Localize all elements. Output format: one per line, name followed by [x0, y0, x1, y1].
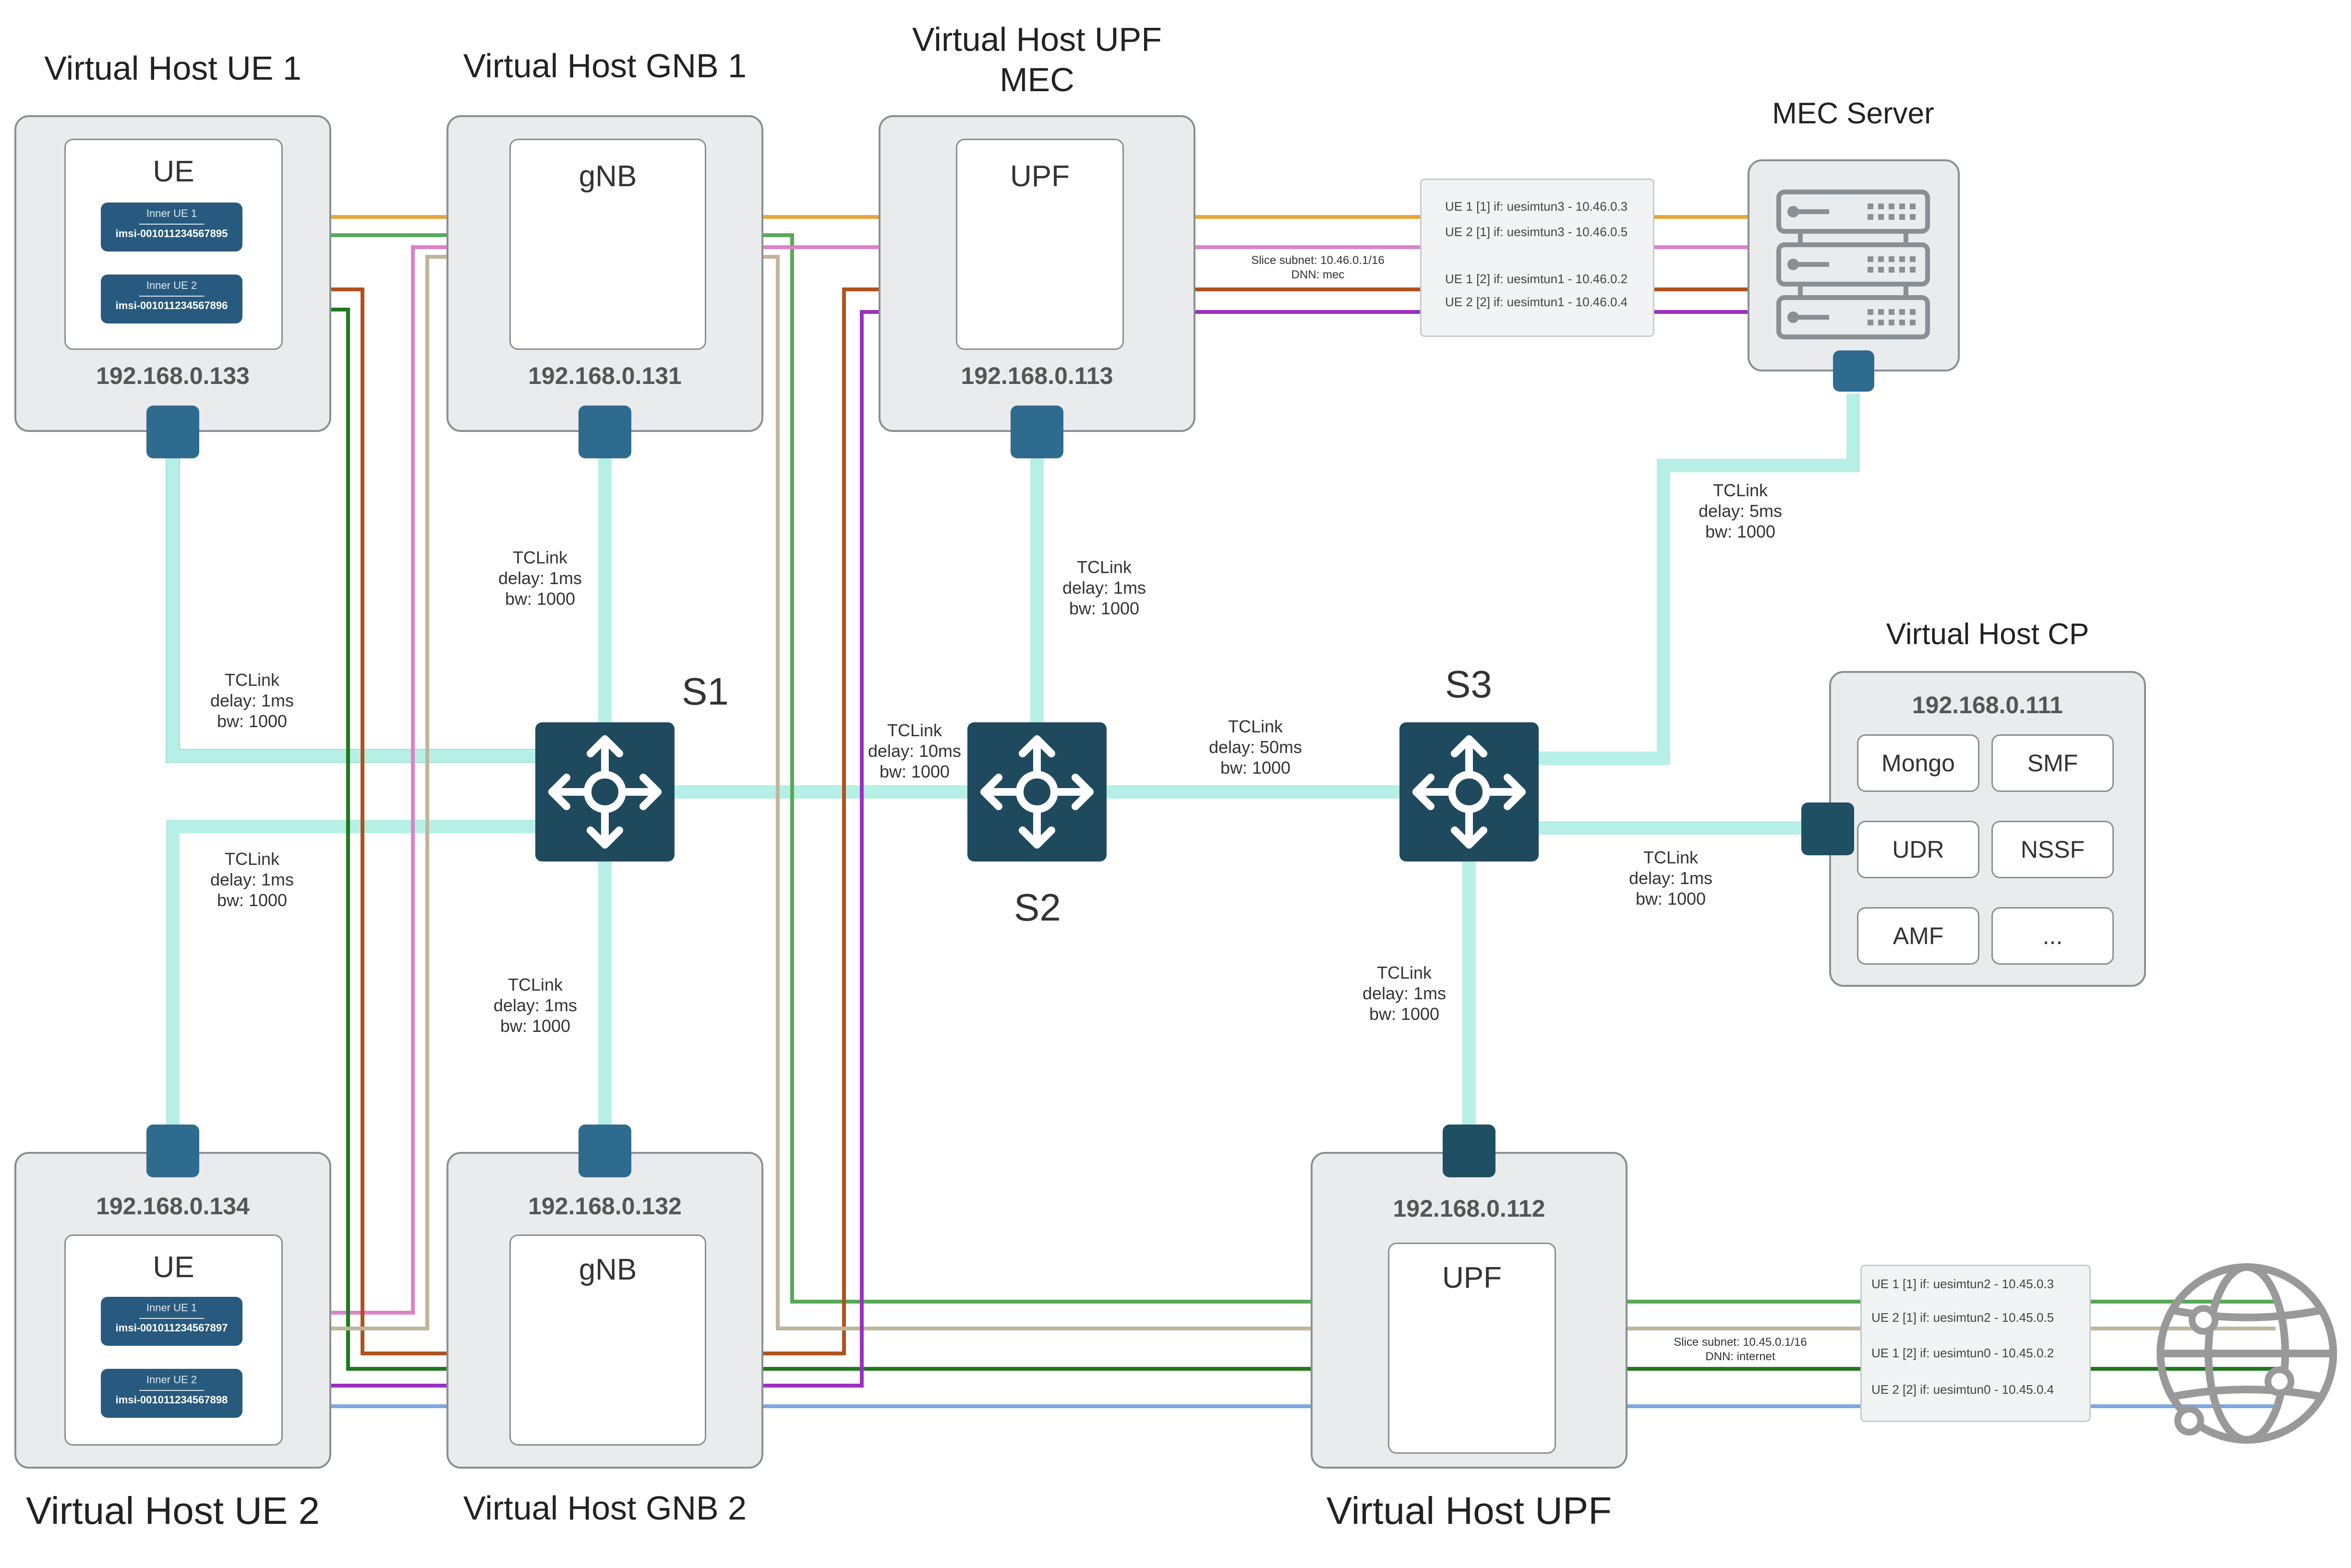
- tclink-ue1-s1: TCLink delay: 1ms bw: 1000: [210, 670, 294, 731]
- ue2-port: [146, 1125, 199, 1177]
- ue2-inner-label: UE: [153, 1251, 194, 1284]
- mec-title: MEC Server: [1772, 97, 1934, 130]
- host-ue2-title: Virtual Host UE 2: [25, 1489, 320, 1532]
- mec-slice-info: Slice subnet: 10.46.0.1/16 DNN: mec: [1251, 254, 1385, 281]
- mec-port: [1833, 350, 1874, 392]
- ue1-inner-ue1-chip: Inner UE 1 imsi-001011234567895: [101, 203, 242, 251]
- gnb1-port: [579, 406, 631, 458]
- switch-s1: [535, 722, 675, 862]
- switch-arrows-icon: [980, 735, 1094, 849]
- upf-port: [1443, 1125, 1495, 1177]
- gnb2-port: [579, 1125, 631, 1177]
- upf-ip: 192.168.0.112: [1393, 1195, 1545, 1222]
- switch-arrows-icon: [1412, 735, 1526, 849]
- chip-name: Inner UE 1: [146, 207, 197, 219]
- cp-port: [1801, 802, 1854, 855]
- mec-route-1: UE 1 [1] if: uesimtun3 - 10.46.0.3: [1445, 199, 1628, 214]
- tclink-s2-s3: TCLink delay: 50ms bw: 1000: [1208, 717, 1302, 778]
- server-icon: [1776, 190, 1930, 339]
- link-mec-s3: [1539, 394, 1860, 765]
- globe-icon: [2157, 1263, 2337, 1444]
- upfmec-inner-label: UPF: [1010, 160, 1070, 193]
- host-gnb1: gNB 192.168.0.131: [446, 115, 763, 432]
- gnb1-inner-box: gNB: [509, 139, 706, 350]
- upfmec-port: [1011, 406, 1063, 458]
- upf-inner-box: UPF: [1388, 1243, 1556, 1454]
- upf-inner-label: UPF: [1442, 1261, 1502, 1294]
- tclinks: [166, 394, 1860, 1125]
- ue1-inner-ue2-chip: Inner UE 2 imsi-001011234567896: [101, 275, 242, 323]
- gnb2-inner-label: gNB: [579, 1253, 637, 1286]
- upfmec-ip: 192.168.0.113: [961, 362, 1113, 389]
- chip-divider: [139, 1318, 204, 1319]
- host-gnb2-title: Virtual Host GNB 2: [463, 1489, 747, 1527]
- switch-s2-label: S2: [1014, 886, 1061, 929]
- mec-routes-box: [1420, 179, 1654, 337]
- tclink-gnb1-s1: TCLink delay: 1ms bw: 1000: [498, 548, 582, 609]
- chip-divider: [139, 224, 204, 225]
- chip-name: Inner UE 2: [146, 279, 197, 291]
- host-gnb2: 192.168.0.132 gNB: [446, 1152, 763, 1469]
- chip-name: Inner UE 1: [146, 1302, 197, 1314]
- ue2-inner-ue1-chip: Inner UE 1 imsi-001011234567897: [101, 1297, 242, 1346]
- host-ue1: UE 192.168.0.133: [14, 115, 331, 432]
- chip-imsi: imsi-001011234567897: [115, 1322, 228, 1334]
- internet-slice-info: Slice subnet: 10.45.0.1/16 DNN: internet: [1674, 1336, 1807, 1363]
- host-upfmec: UPF 192.168.0.113: [879, 115, 1195, 432]
- switch-s3-label: S3: [1445, 663, 1492, 706]
- nf-amf: AMF: [1857, 907, 1979, 965]
- tclink-cp-s3: TCLink delay: 1ms bw: 1000: [1628, 848, 1713, 909]
- gnb2-inner-box: gNB: [509, 1234, 706, 1446]
- internet-route-1: UE 1 [1] if: uesimtun2 - 10.45.0.3: [1871, 1277, 2054, 1291]
- chip-imsi: imsi-001011234567896: [115, 299, 228, 311]
- host-ue1-title: Virtual Host UE 1: [44, 49, 301, 87]
- tclink-upf-s3: TCLink delay: 1ms bw: 1000: [1362, 963, 1447, 1024]
- host-upf-title: Virtual Host UPF: [1326, 1489, 1612, 1532]
- host-gnb1-title: Virtual Host GNB 1: [463, 47, 747, 84]
- upfmec-inner-box: UPF: [956, 139, 1124, 350]
- host-cp-title: Virtual Host CP: [1886, 618, 2089, 651]
- internet-routes-box: [1860, 1265, 2091, 1422]
- chip-divider: [139, 296, 204, 297]
- chip-imsi: imsi-001011234567895: [115, 227, 228, 239]
- ue1-port: [146, 406, 199, 458]
- cp-ip: 192.168.0.111: [1912, 692, 2063, 718]
- internet-route-3: UE 1 [2] if: uesimtun0 - 10.45.0.2: [1871, 1346, 2054, 1360]
- nf-mongo: Mongo: [1857, 734, 1979, 792]
- tclink-s1-s2: TCLink delay: 10ms bw: 1000: [868, 720, 962, 782]
- internet-route-2: UE 2 [1] if: uesimtun2 - 10.45.0.5: [1871, 1310, 2054, 1325]
- switch-arrows-icon: [548, 735, 662, 849]
- internet-route-4: UE 2 [2] if: uesimtun0 - 10.45.0.4: [1871, 1382, 2054, 1397]
- mec-server: [1748, 159, 1960, 371]
- mec-route-4: UE 2 [2] if: uesimtun1 - 10.46.0.4: [1445, 295, 1628, 309]
- gnb1-inner-label: gNB: [579, 160, 637, 193]
- tclink-ue2-s1: TCLink delay: 1ms bw: 1000: [210, 849, 294, 910]
- gnb2-ip: 192.168.0.132: [528, 1193, 682, 1220]
- ue2-ip: 192.168.0.134: [96, 1193, 250, 1220]
- nf-udr: UDR: [1857, 821, 1979, 878]
- gnb1-ip: 192.168.0.131: [528, 362, 682, 389]
- nf-nssf: NSSF: [1991, 821, 2114, 878]
- nf-more: ...: [1991, 907, 2114, 965]
- chip-name: Inner UE 2: [146, 1374, 197, 1386]
- host-upfmec-title: Virtual Host UPF MEC: [912, 21, 1162, 98]
- mec-route-2: UE 2 [1] if: uesimtun3 - 10.46.0.5: [1445, 225, 1628, 239]
- switch-s3: [1399, 722, 1539, 862]
- switch-s2: [967, 722, 1107, 862]
- chip-divider: [139, 1390, 204, 1391]
- switch-s1-label: S1: [682, 670, 729, 713]
- mec-route-3: UE 1 [2] if: uesimtun1 - 10.46.0.2: [1445, 272, 1628, 286]
- ue1-inner-label: UE: [153, 155, 194, 188]
- host-upf: 192.168.0.112 UPF: [1311, 1152, 1628, 1469]
- nf-smf: SMF: [1991, 734, 2114, 792]
- tclink-upfmec-s2: TCLink delay: 1ms bw: 1000: [1062, 557, 1146, 619]
- tclink-gnb2-s1: TCLink delay: 1ms bw: 1000: [493, 975, 578, 1036]
- ue1-ip: 192.168.0.133: [96, 362, 250, 389]
- link-ue1-s1: [166, 456, 538, 763]
- tclink-mec-s3: TCLink delay: 5ms bw: 1000: [1698, 480, 1783, 542]
- link-ue2-s1: [166, 820, 538, 1125]
- ue2-inner-ue2-chip: Inner UE 2 imsi-001011234567898: [101, 1369, 242, 1418]
- chip-imsi: imsi-001011234567898: [115, 1394, 228, 1406]
